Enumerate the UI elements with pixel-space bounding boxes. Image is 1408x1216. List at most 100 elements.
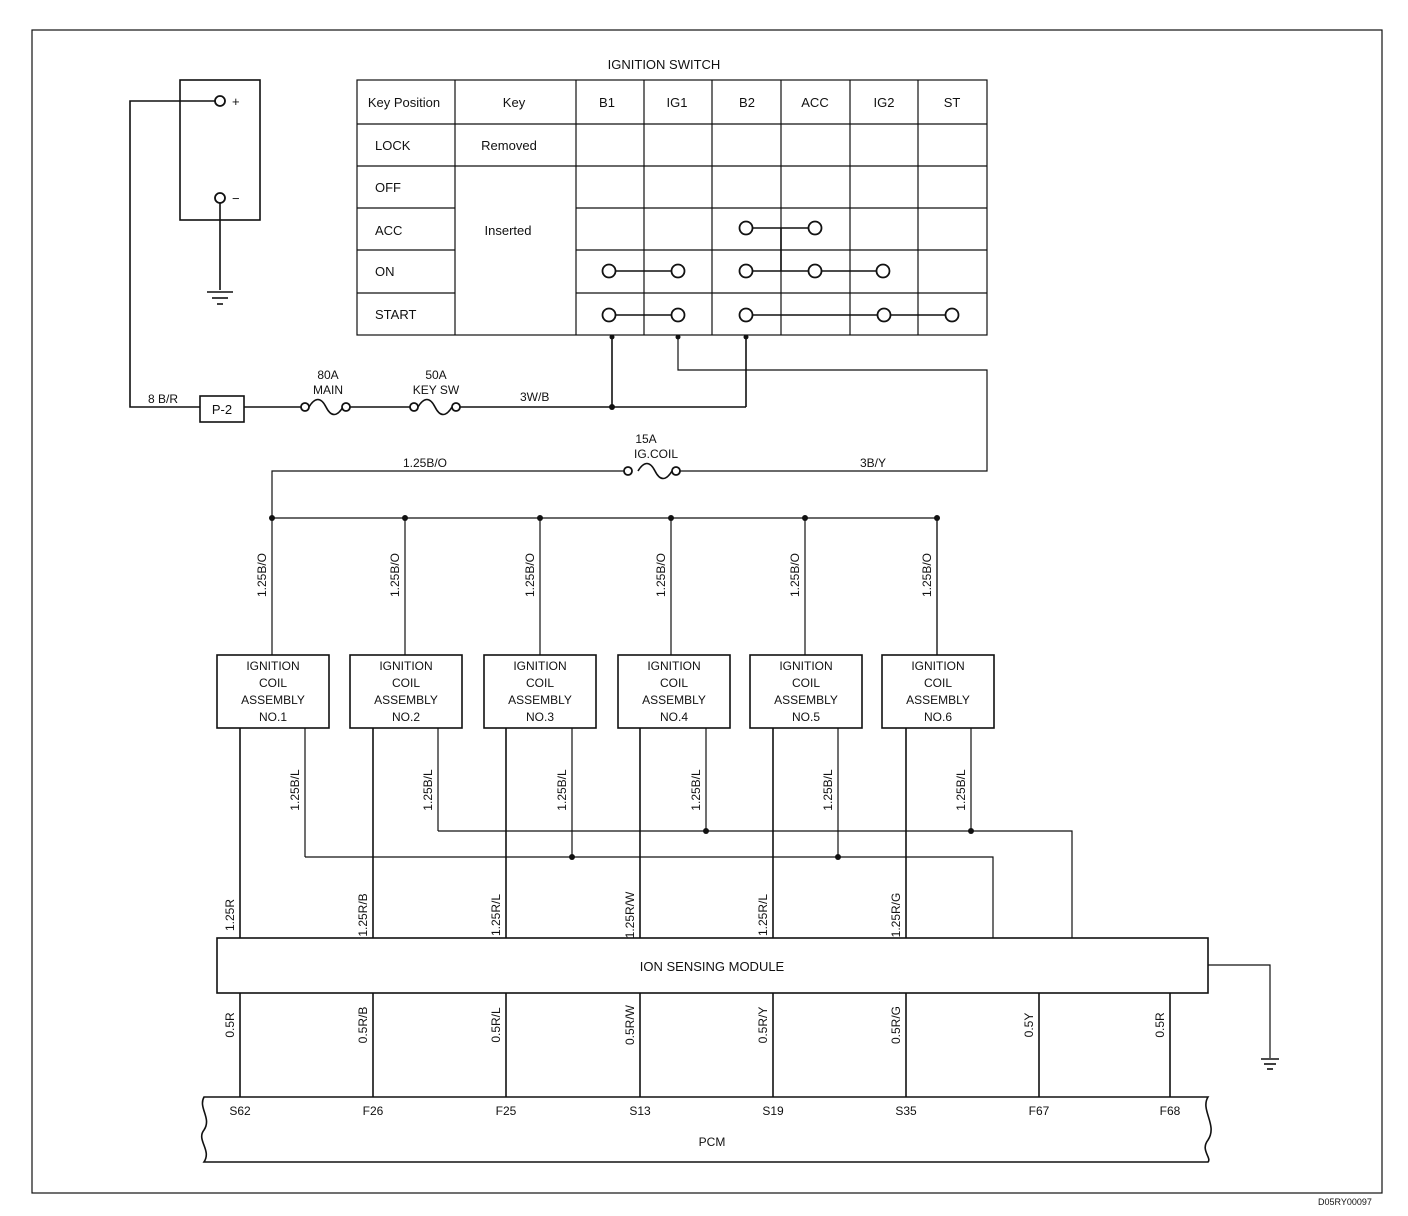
coil-label-line3: ASSEMBLY bbox=[774, 693, 838, 707]
row-lock-key: Removed bbox=[481, 138, 537, 153]
pcm-wire-label: 0.5R/W bbox=[623, 1004, 637, 1045]
pcm-wire-label: 0.5R/G bbox=[889, 1006, 903, 1044]
pcm-pin-label: S19 bbox=[762, 1104, 784, 1118]
fuse-ig-coil-rating: 15A bbox=[635, 432, 656, 446]
coil-box bbox=[881, 654, 995, 729]
coil-feed-wire-label: 1.25B/O bbox=[255, 553, 269, 597]
coil-feed-wire-label: 1.25B/O bbox=[523, 553, 537, 597]
coil-label-line4: NO.6 bbox=[924, 710, 952, 724]
ignition-coil-1: 1.25B/OIGNITIONCOILASSEMBLYNO.11.25R1.25… bbox=[216, 515, 330, 938]
pcm-label: PCM bbox=[699, 1135, 726, 1149]
ignition-switch-title: IGNITION SWITCH bbox=[608, 57, 721, 72]
fuse-main-rating: 80A bbox=[317, 368, 338, 382]
coil-signal-wire-label: 1.25R/W bbox=[623, 891, 637, 938]
pcm-wire-label: 0.5Y bbox=[1022, 1013, 1036, 1038]
coil-label-line3: ASSEMBLY bbox=[374, 693, 438, 707]
coil-label-line2: COIL bbox=[259, 676, 287, 690]
splice-dot bbox=[703, 828, 709, 834]
coils-layer: 1.25B/OIGNITIONCOILASSEMBLYNO.11.25R1.25… bbox=[216, 515, 1073, 938]
coil-return-wire-label: 1.25B/L bbox=[288, 769, 302, 811]
splice-dot bbox=[537, 515, 543, 521]
module-ground-icon bbox=[1261, 1058, 1279, 1070]
pcm-pin-label: F68 bbox=[1160, 1104, 1181, 1118]
coil-label-line2: COIL bbox=[526, 676, 554, 690]
pcm-wire-label: 0.5R/B bbox=[356, 1007, 370, 1044]
coil-box bbox=[749, 654, 863, 729]
start-row-connection bbox=[601, 307, 960, 323]
battery-positive-terminal bbox=[214, 95, 226, 107]
connector-p2 bbox=[199, 395, 245, 423]
row-lock-label: LOCK bbox=[375, 138, 411, 153]
ignition-coil-4: 1.25B/OIGNITIONCOILASSEMBLYNO.41.25R/W1.… bbox=[617, 515, 731, 938]
battery: + − bbox=[129, 79, 261, 408]
coil-box bbox=[483, 654, 597, 729]
coil-label-line4: NO.4 bbox=[660, 710, 688, 724]
header-b1: B1 bbox=[599, 95, 615, 110]
wire-label-coil-left: 1.25B/O bbox=[403, 456, 447, 470]
battery-positive-wire bbox=[129, 100, 215, 408]
coil-label-line3: ASSEMBLY bbox=[508, 693, 572, 707]
ignition-coil-2: 1.25B/OIGNITIONCOILASSEMBLYNO.21.25R/B1.… bbox=[349, 515, 463, 938]
pcm-pin-1: 0.5R S62 bbox=[223, 993, 251, 1118]
coil-label-line4: NO.5 bbox=[792, 710, 820, 724]
pcm-body bbox=[200, 1096, 1212, 1163]
wire-label-switch: 3W/B bbox=[520, 390, 549, 404]
coil-return-wire-label: 1.25B/L bbox=[555, 769, 569, 811]
battery-negative-label: − bbox=[232, 191, 240, 206]
coil-feed-wire-label: 1.25B/O bbox=[388, 553, 402, 597]
figure-code: D05RY00097 bbox=[1318, 1197, 1372, 1207]
pcm-pin-label: F67 bbox=[1029, 1104, 1050, 1118]
header-key-position: Key Position bbox=[368, 95, 440, 110]
fuse-ig-coil-name: IG.COIL bbox=[634, 447, 678, 461]
coil-return-wire-label: 1.25B/L bbox=[954, 769, 968, 811]
pcm-wire-label: 0.5R/L bbox=[489, 1007, 503, 1043]
pcm-pin-label: F26 bbox=[363, 1104, 384, 1118]
header-acc: ACC bbox=[801, 95, 828, 110]
splice-dot bbox=[934, 515, 940, 521]
header-st: ST bbox=[944, 95, 961, 110]
pcm-pin-label: S62 bbox=[229, 1104, 251, 1118]
coil-feed-wire-label: 1.25B/O bbox=[788, 553, 802, 597]
ignition-switch-table: IGNITION SWITCH Key Position Key B1 IG1 … bbox=[356, 57, 988, 336]
coil-label-line1: IGNITION bbox=[647, 659, 700, 673]
coil-label-line1: IGNITION bbox=[513, 659, 566, 673]
wire-label-battery: 8 B/R bbox=[148, 392, 178, 406]
splice-dot bbox=[402, 515, 408, 521]
fuse-main-name: MAIN bbox=[313, 383, 343, 397]
pcm-pin-label: S13 bbox=[629, 1104, 651, 1118]
coil-signal-wire-label: 1.25R/G bbox=[889, 893, 903, 938]
coil-label-line1: IGNITION bbox=[246, 659, 299, 673]
coil-box bbox=[349, 654, 463, 729]
coil-feed-wire-label: 1.25B/O bbox=[654, 553, 668, 597]
header-ig1: IG1 bbox=[667, 95, 688, 110]
coil-signal-wire-label: 1.25R/B bbox=[356, 893, 370, 936]
fuse-ig-coil-icon bbox=[623, 462, 681, 480]
splice-dot bbox=[968, 828, 974, 834]
return-bus-odd bbox=[305, 856, 994, 938]
coil-label-line4: NO.2 bbox=[392, 710, 420, 724]
splice-dot bbox=[269, 515, 275, 521]
row-on-label: ON bbox=[375, 264, 395, 279]
coil-feed-wire-label: 1.25B/O bbox=[920, 553, 934, 597]
module-ground-wire bbox=[1208, 964, 1271, 1058]
ion-sensing-module: ION SENSING MODULE bbox=[216, 937, 1279, 1070]
coil-label-line4: NO.1 bbox=[259, 710, 287, 724]
coil-feed-bus bbox=[271, 470, 938, 655]
pcm-pin-4: 0.5R/W S13 bbox=[623, 993, 651, 1118]
ignition-coil-5: 1.25B/OIGNITIONCOILASSEMBLYNO.51.25R/L1.… bbox=[749, 515, 863, 938]
header-b2: B2 bbox=[739, 95, 755, 110]
header-ig2: IG2 bbox=[874, 95, 895, 110]
coil-label-line2: COIL bbox=[792, 676, 820, 690]
fuse-key-sw-name: KEY SW bbox=[413, 383, 460, 397]
fuse-key-sw-rating: 50A bbox=[425, 368, 446, 382]
return-bus-even bbox=[438, 830, 1073, 938]
pcm-connector: PCM bbox=[200, 1096, 1212, 1163]
on-row-connection bbox=[601, 263, 891, 279]
pcm-wire-label: 0.5R bbox=[223, 1012, 237, 1038]
